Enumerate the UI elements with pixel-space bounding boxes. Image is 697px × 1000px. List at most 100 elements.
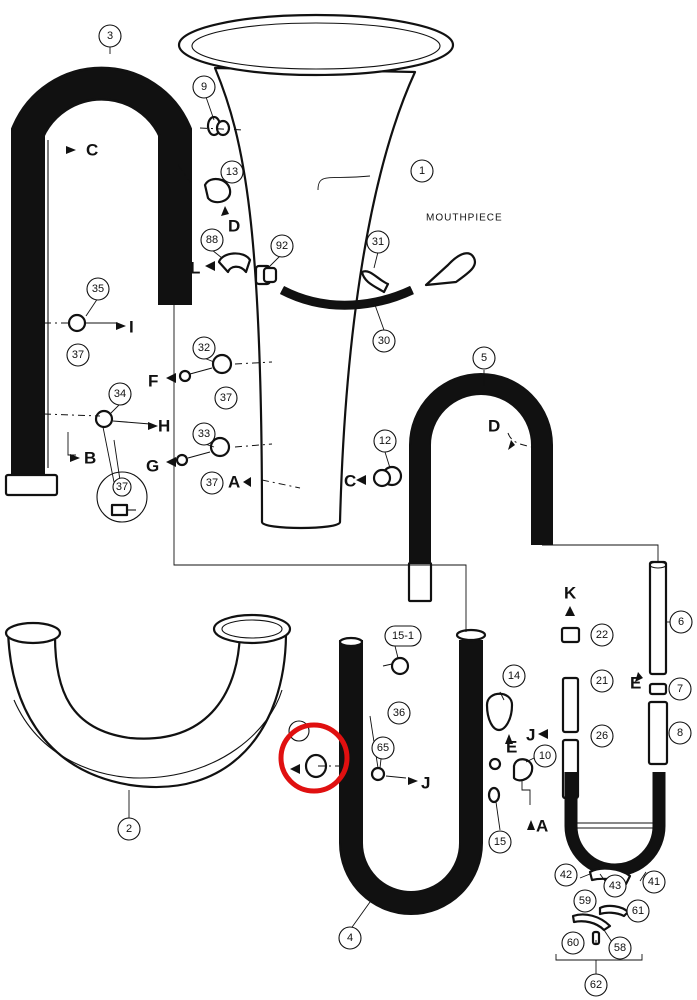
svg-text:65: 65	[377, 742, 389, 754]
callout-13: 13	[220, 160, 244, 184]
hardware-pieces	[67, 115, 632, 946]
callout-60: 60	[561, 931, 585, 955]
svg-text:59: 59	[579, 895, 591, 907]
svg-text:33: 33	[198, 428, 210, 440]
callout-37-b: 37	[214, 386, 238, 410]
svg-text:31: 31	[372, 236, 384, 248]
svg-text:37: 37	[206, 477, 218, 489]
svg-text:37: 37	[72, 349, 84, 361]
callout-92: 92	[270, 234, 294, 258]
letter-G: G	[146, 457, 159, 476]
slide-tubes	[560, 560, 669, 800]
letter-C-left: C	[86, 141, 98, 160]
svg-text:32: 32	[198, 342, 210, 354]
callout-10: 10	[533, 744, 557, 768]
callout-5: 5	[472, 346, 496, 370]
callout-1: 1	[410, 159, 434, 183]
letter-D-right: D	[488, 417, 500, 436]
svg-text:12: 12	[379, 435, 391, 447]
bow-part-5	[407, 373, 553, 603]
letter-I: I	[129, 318, 134, 337]
callout-33: 33	[192, 422, 216, 446]
callout-42: 42	[554, 863, 578, 887]
svg-text:92: 92	[276, 240, 288, 252]
letter-D-top: D	[228, 217, 240, 236]
svg-text:60: 60	[567, 937, 579, 949]
svg-text:37: 37	[116, 481, 128, 493]
callout-32: 32	[192, 336, 216, 360]
svg-text:10: 10	[539, 750, 551, 762]
svg-text:9: 9	[201, 81, 207, 93]
valve-loop-part-4	[338, 628, 487, 915]
tuning-slide-part-41	[564, 772, 666, 877]
callout-34: 34	[108, 382, 132, 406]
svg-text:21: 21	[596, 675, 608, 687]
callout-31: 31	[366, 230, 390, 254]
svg-text:30: 30	[378, 335, 390, 347]
callout-58: 58	[608, 936, 632, 960]
callout-35: 35	[86, 277, 110, 301]
letter-L: L	[190, 259, 200, 278]
mouthpiece-caption: MOUTHPIECE	[426, 213, 503, 224]
callout-8: 8	[668, 721, 692, 745]
callout-65: 65	[371, 736, 395, 760]
svg-text:35: 35	[92, 283, 104, 295]
callout-12: 12	[373, 429, 397, 453]
svg-text:36: 36	[393, 707, 405, 719]
callout-15: 15	[488, 830, 512, 854]
callout-2: 2	[117, 817, 141, 841]
callout-22: 22	[590, 623, 614, 647]
svg-text:1: 1	[419, 165, 425, 177]
arrowheads	[66, 146, 643, 830]
svg-text:5: 5	[481, 352, 487, 364]
callout-37-a: 37	[66, 343, 90, 367]
callout-88: 88	[200, 228, 224, 252]
letter-A-right: A	[536, 817, 548, 836]
svg-text:15-1: 15-1	[392, 630, 414, 642]
letter-E-mid: E	[506, 738, 517, 757]
lower-bow-part	[4, 613, 292, 788]
svg-text:22: 22	[596, 629, 608, 641]
svg-text:8: 8	[677, 727, 683, 739]
svg-text:42: 42	[560, 869, 572, 881]
letter-K: K	[564, 584, 577, 603]
svg-text:3: 3	[107, 30, 113, 42]
svg-text:34: 34	[114, 388, 126, 400]
callout-21: 21	[590, 669, 614, 693]
part-callouts: 1 2 3 4 5 6 7 8 9 10 12 13 14 15 15-1 21…	[66, 24, 693, 997]
callout-30: 30	[372, 329, 396, 353]
callout-9: 9	[192, 75, 216, 99]
callout-4: 4	[338, 926, 362, 950]
letter-E-right: E	[630, 674, 641, 693]
callout-3: 3	[98, 24, 122, 48]
line-art	[4, 13, 670, 974]
letter-C-right: C	[344, 472, 356, 491]
callout-41: 41	[642, 870, 666, 894]
svg-text:14: 14	[508, 670, 520, 682]
svg-text:43: 43	[609, 880, 621, 892]
letter-H: H	[158, 417, 170, 436]
callout-36: 36	[387, 701, 411, 725]
connection-letter-labels: C D L I F H B G A C D K E J E J A	[84, 141, 641, 836]
upper-bow-part	[4, 66, 192, 497]
svg-text:2: 2	[126, 823, 132, 835]
svg-text:4: 4	[347, 932, 353, 944]
callout-26: 26	[590, 724, 614, 748]
callout-7: 7	[668, 677, 692, 701]
svg-text:62: 62	[590, 979, 602, 991]
svg-text:6: 6	[678, 616, 684, 628]
callout-37-c: 37	[200, 471, 224, 495]
svg-text:26: 26	[596, 730, 608, 742]
svg-text:15: 15	[494, 836, 506, 848]
inset-37: 37	[96, 471, 148, 523]
callout-15-1: 15-1	[384, 625, 422, 647]
letter-J-mid: J	[421, 774, 430, 793]
highlight-circle	[278, 722, 350, 794]
letter-J-right: J	[526, 726, 535, 745]
letter-B: B	[84, 449, 96, 468]
callout-62: 62	[584, 973, 608, 997]
callout-59: 59	[573, 889, 597, 913]
callout-6: 6	[669, 610, 693, 634]
svg-text:7: 7	[677, 683, 683, 695]
